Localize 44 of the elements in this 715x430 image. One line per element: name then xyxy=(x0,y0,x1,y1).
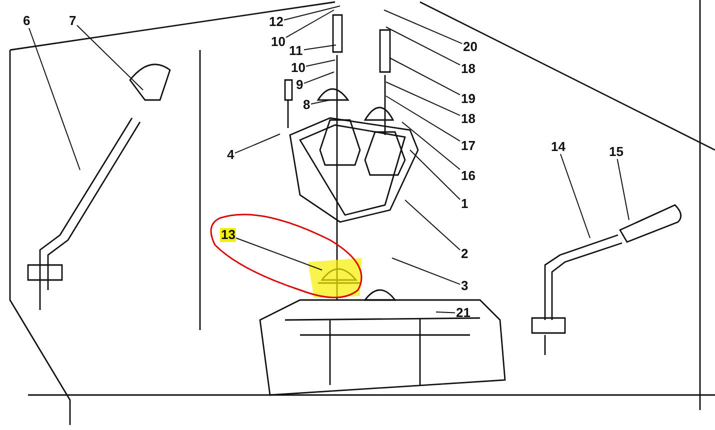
leader-line xyxy=(236,238,322,270)
leader-line xyxy=(384,10,462,44)
leader-line xyxy=(234,134,280,154)
callout-number: 3 xyxy=(460,279,470,293)
leader-line xyxy=(284,6,340,20)
callout-number: 17 xyxy=(460,139,476,153)
callout-number: 15 xyxy=(608,145,624,159)
leader-line xyxy=(76,24,144,90)
callout-number: 6 xyxy=(22,14,32,28)
leader-line xyxy=(402,122,460,170)
leader-line xyxy=(28,28,80,170)
callout-number: 18 xyxy=(460,62,476,76)
leader-line xyxy=(560,154,590,238)
callout-number: 12 xyxy=(268,15,284,29)
leader-line xyxy=(390,58,460,96)
leader-line xyxy=(306,60,336,67)
callout-number: 8 xyxy=(302,98,312,112)
callout-number: 4 xyxy=(226,148,236,162)
leader-line xyxy=(310,100,330,104)
leader-line xyxy=(616,158,630,220)
callout-number: 10 xyxy=(270,35,286,49)
leader-line xyxy=(404,200,460,250)
leader-line xyxy=(436,312,456,314)
callout-number: 16 xyxy=(460,169,476,183)
leader-line xyxy=(386,96,460,142)
callout-number: 2 xyxy=(460,247,470,261)
leader-line xyxy=(392,258,460,285)
leader-line xyxy=(304,72,334,84)
callout-number: 11 xyxy=(288,44,304,58)
callout-number: 9 xyxy=(295,78,304,92)
callout-number: 19 xyxy=(460,92,476,106)
callout-number: 13 xyxy=(220,228,236,242)
callout-number: 20 xyxy=(462,40,478,54)
leader-line xyxy=(286,10,334,38)
callout-number: 14 xyxy=(550,140,566,154)
callout-number: 10 xyxy=(290,61,306,75)
callout-number: 1 xyxy=(460,197,470,211)
callout-number: 18 xyxy=(460,112,476,126)
callout-number: 7 xyxy=(68,14,78,28)
leader-line xyxy=(386,82,460,116)
callout-number: 21 xyxy=(455,306,472,320)
leader-line xyxy=(304,44,336,50)
leader-line xyxy=(386,26,460,66)
leader-line xyxy=(410,150,460,200)
